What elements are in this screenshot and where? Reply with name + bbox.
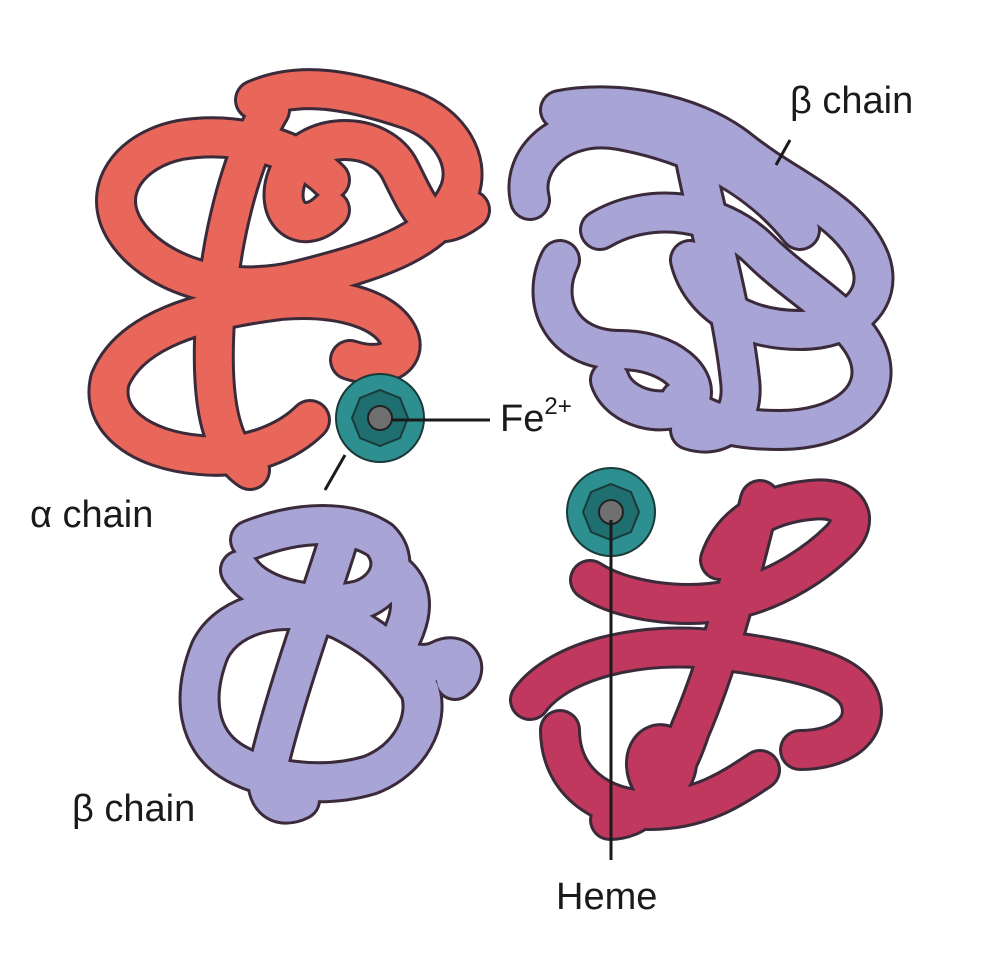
alpha-leader-line — [323, 454, 347, 491]
iron-atom-left — [367, 405, 393, 431]
beta-chain-label-bottom: β chain — [72, 788, 196, 830]
beta-chain-top-subunit — [507, 85, 895, 454]
alpha-chain-bottom-subunit — [509, 478, 883, 841]
iron-label: Fe2+ — [500, 395, 572, 440]
heme-group-left — [335, 373, 425, 463]
beta-top-leader-line — [774, 139, 792, 166]
iron-symbol: Fe — [500, 398, 545, 440]
alpha-chain-label: α chain — [30, 494, 154, 536]
beta-chain-label-top: β chain — [790, 80, 914, 122]
heme-label: Heme — [556, 876, 658, 918]
beta-chain-bottom-subunit — [178, 504, 484, 825]
alpha-chain-top-subunit — [87, 68, 491, 491]
iron-charge: 2+ — [544, 393, 572, 420]
